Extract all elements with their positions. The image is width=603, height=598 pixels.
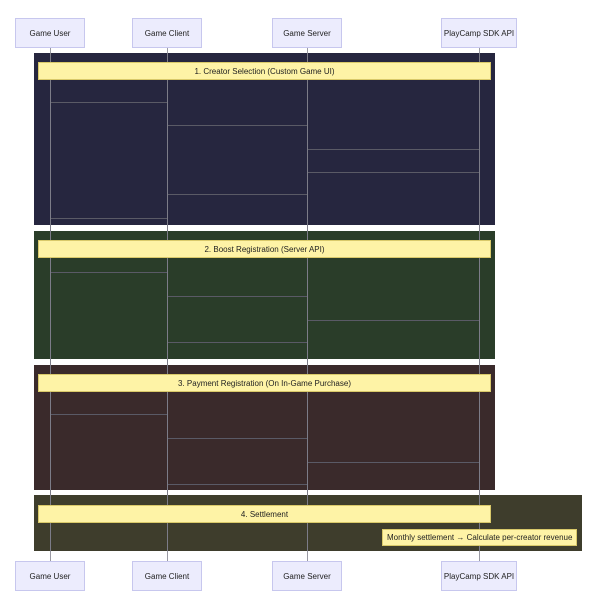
settlement-note: Monthly settlement → Calculate per-creat… xyxy=(382,529,578,546)
message-arrow xyxy=(51,102,167,103)
message-arrow xyxy=(168,484,307,485)
participant-game-client-top: Game Client xyxy=(132,18,202,48)
section-1-background xyxy=(34,53,495,225)
participant-game-server-bottom: Game Server xyxy=(272,561,342,591)
participant-game-client-bottom: Game Client xyxy=(132,561,202,591)
lifeline-overlay-user xyxy=(50,53,51,551)
section-1-title: 1. Creator Selection (Custom Game UI) xyxy=(38,62,491,80)
section-3-title: 3. Payment Registration (On In-Game Purc… xyxy=(38,374,491,392)
message-arrow xyxy=(308,320,479,321)
message-arrow xyxy=(51,218,167,219)
message-arrow xyxy=(308,149,479,150)
participant-playcamp-sdk-api-bottom: PlayCamp SDK API xyxy=(441,561,517,591)
section-2-title: 2. Boost Registration (Server API) xyxy=(38,240,491,258)
message-arrow xyxy=(168,125,307,126)
message-arrow xyxy=(308,172,479,173)
lifeline-overlay-server xyxy=(307,53,308,551)
lifeline-overlay-sdk xyxy=(479,53,480,551)
message-arrow xyxy=(168,194,307,195)
participant-game-user-bottom: Game User xyxy=(15,561,85,591)
lifeline-overlay-client xyxy=(167,53,168,551)
section-4-title: 4. Settlement xyxy=(38,505,491,523)
message-arrow xyxy=(168,342,307,343)
message-arrow xyxy=(168,296,307,297)
participant-playcamp-sdk-api-top: PlayCamp SDK API xyxy=(441,18,517,48)
message-arrow xyxy=(308,462,479,463)
participant-game-server-top: Game Server xyxy=(272,18,342,48)
participant-game-user-top: Game User xyxy=(15,18,85,48)
message-arrow xyxy=(168,438,307,439)
message-arrow xyxy=(51,414,167,415)
message-arrow xyxy=(51,272,167,273)
